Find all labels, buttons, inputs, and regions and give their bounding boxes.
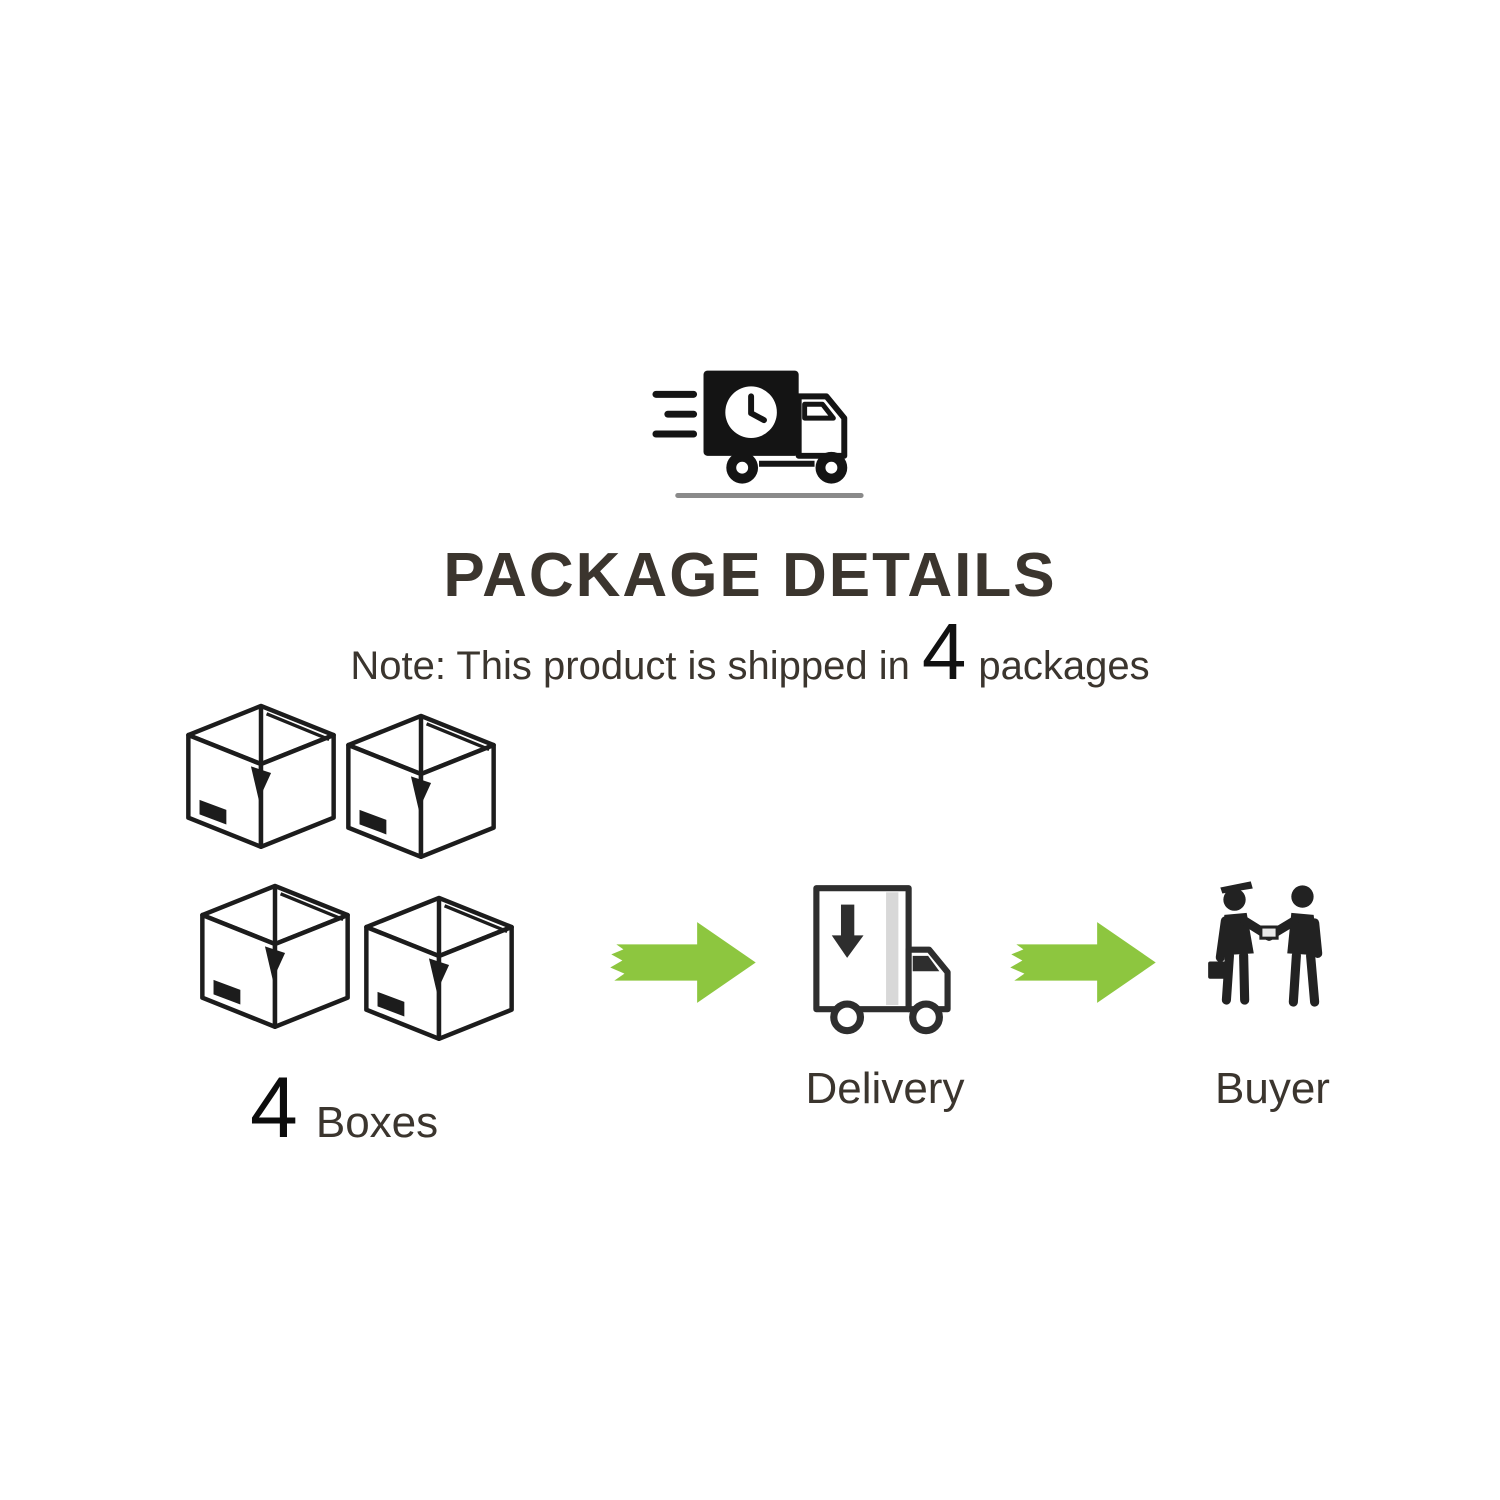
delivery-label: Delivery (805, 1064, 965, 1113)
boxes-cluster (158, 688, 538, 1086)
package-box-icon (326, 698, 516, 877)
boxes-count-label: 4 Boxes (250, 1060, 439, 1156)
buyer-label: Buyer (1215, 1064, 1330, 1113)
note-package-count: 4 (921, 607, 967, 696)
delivery-truck-icon (806, 880, 960, 1044)
boxes-word: Boxes (315, 1098, 439, 1147)
fast-shipping-truck-icon (648, 360, 876, 510)
package-box-icon (344, 880, 534, 1059)
flow-arrow-icon (1002, 912, 1164, 1013)
package-box-icon (180, 868, 370, 1047)
flow-arrow-icon (602, 912, 764, 1013)
note-suffix-text: packages (978, 644, 1150, 688)
shipping-note: Note: This product is shipped in 4 packa… (0, 607, 1500, 696)
note-prefix-text: Note: This product is shipped in (350, 644, 910, 688)
page-title: PACKAGE DETAILS (443, 541, 1057, 610)
buyer-handshake-icon (1198, 872, 1340, 1050)
boxes-count: 4 (250, 1060, 298, 1156)
